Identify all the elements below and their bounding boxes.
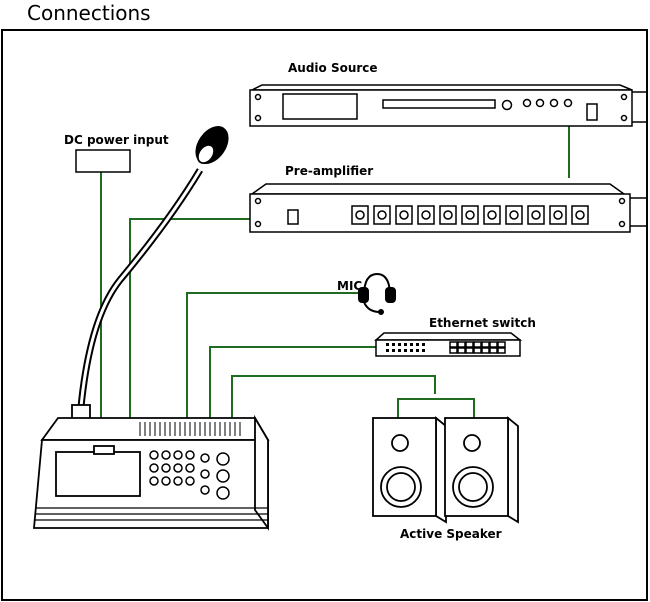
microphone-icon xyxy=(71,126,229,420)
mic-label: MIC xyxy=(337,279,362,293)
dc-power-box xyxy=(75,149,131,173)
active-speaker-label: Active Speaker xyxy=(400,527,502,541)
ethernet-leds xyxy=(386,343,425,352)
audio-source-label: Audio Source xyxy=(288,61,378,75)
wire-ethernet xyxy=(209,346,378,418)
console-screen xyxy=(55,451,141,497)
wire-speaker xyxy=(231,375,436,418)
ethernet-switch-label: Ethernet switch xyxy=(429,316,536,330)
diagram-frame xyxy=(1,29,648,601)
wire-mic xyxy=(186,292,365,418)
wires xyxy=(100,126,570,418)
preamp-knobs xyxy=(351,205,589,225)
audio-source-unit xyxy=(249,84,648,127)
preamp-unit xyxy=(249,183,648,233)
dc-power-label: DC power input xyxy=(64,133,169,147)
ethernet-ports xyxy=(449,341,506,354)
paging-console xyxy=(33,126,270,531)
ethernet-switch-unit xyxy=(374,332,523,357)
wire-speaker-split xyxy=(397,398,475,418)
wire-preamp xyxy=(129,218,252,418)
headset-icon xyxy=(358,272,396,315)
preamp-label: Pre-amplifier xyxy=(285,164,373,178)
console-grille xyxy=(139,422,241,436)
console-keypad xyxy=(149,450,230,500)
page-title: Connections xyxy=(27,1,151,25)
speaker-icon xyxy=(372,416,519,524)
